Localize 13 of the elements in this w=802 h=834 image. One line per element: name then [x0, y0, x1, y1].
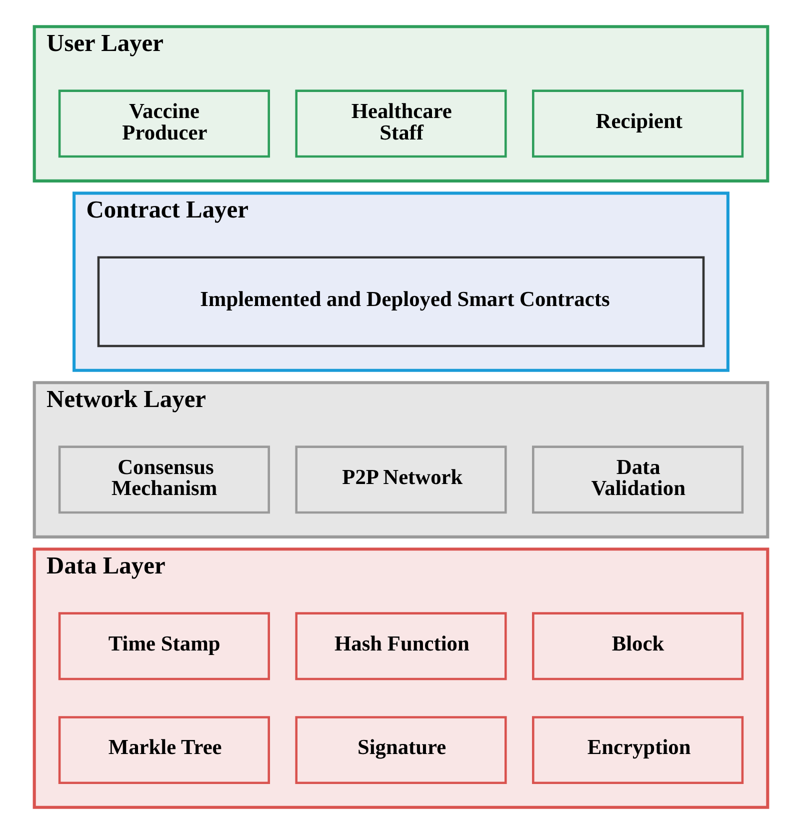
node-box: Healthcare Staff: [295, 90, 507, 158]
node-box: Time Stamp: [58, 612, 270, 680]
node-box: Markle Tree: [58, 716, 270, 784]
node-box: Data Validation: [532, 446, 744, 514]
node-box: P2P Network: [295, 446, 507, 514]
node-box: Signature: [295, 716, 507, 784]
node-box: Hash Function: [295, 612, 507, 680]
node-box: Recipient: [532, 90, 744, 158]
node-box: Vaccine Producer: [58, 90, 270, 158]
node-box: Consensus Mechanism: [58, 446, 270, 514]
node-box: Implemented and Deployed Smart Contracts: [97, 256, 705, 348]
node-box: Encryption: [532, 716, 744, 784]
node-box: Block: [532, 612, 744, 680]
